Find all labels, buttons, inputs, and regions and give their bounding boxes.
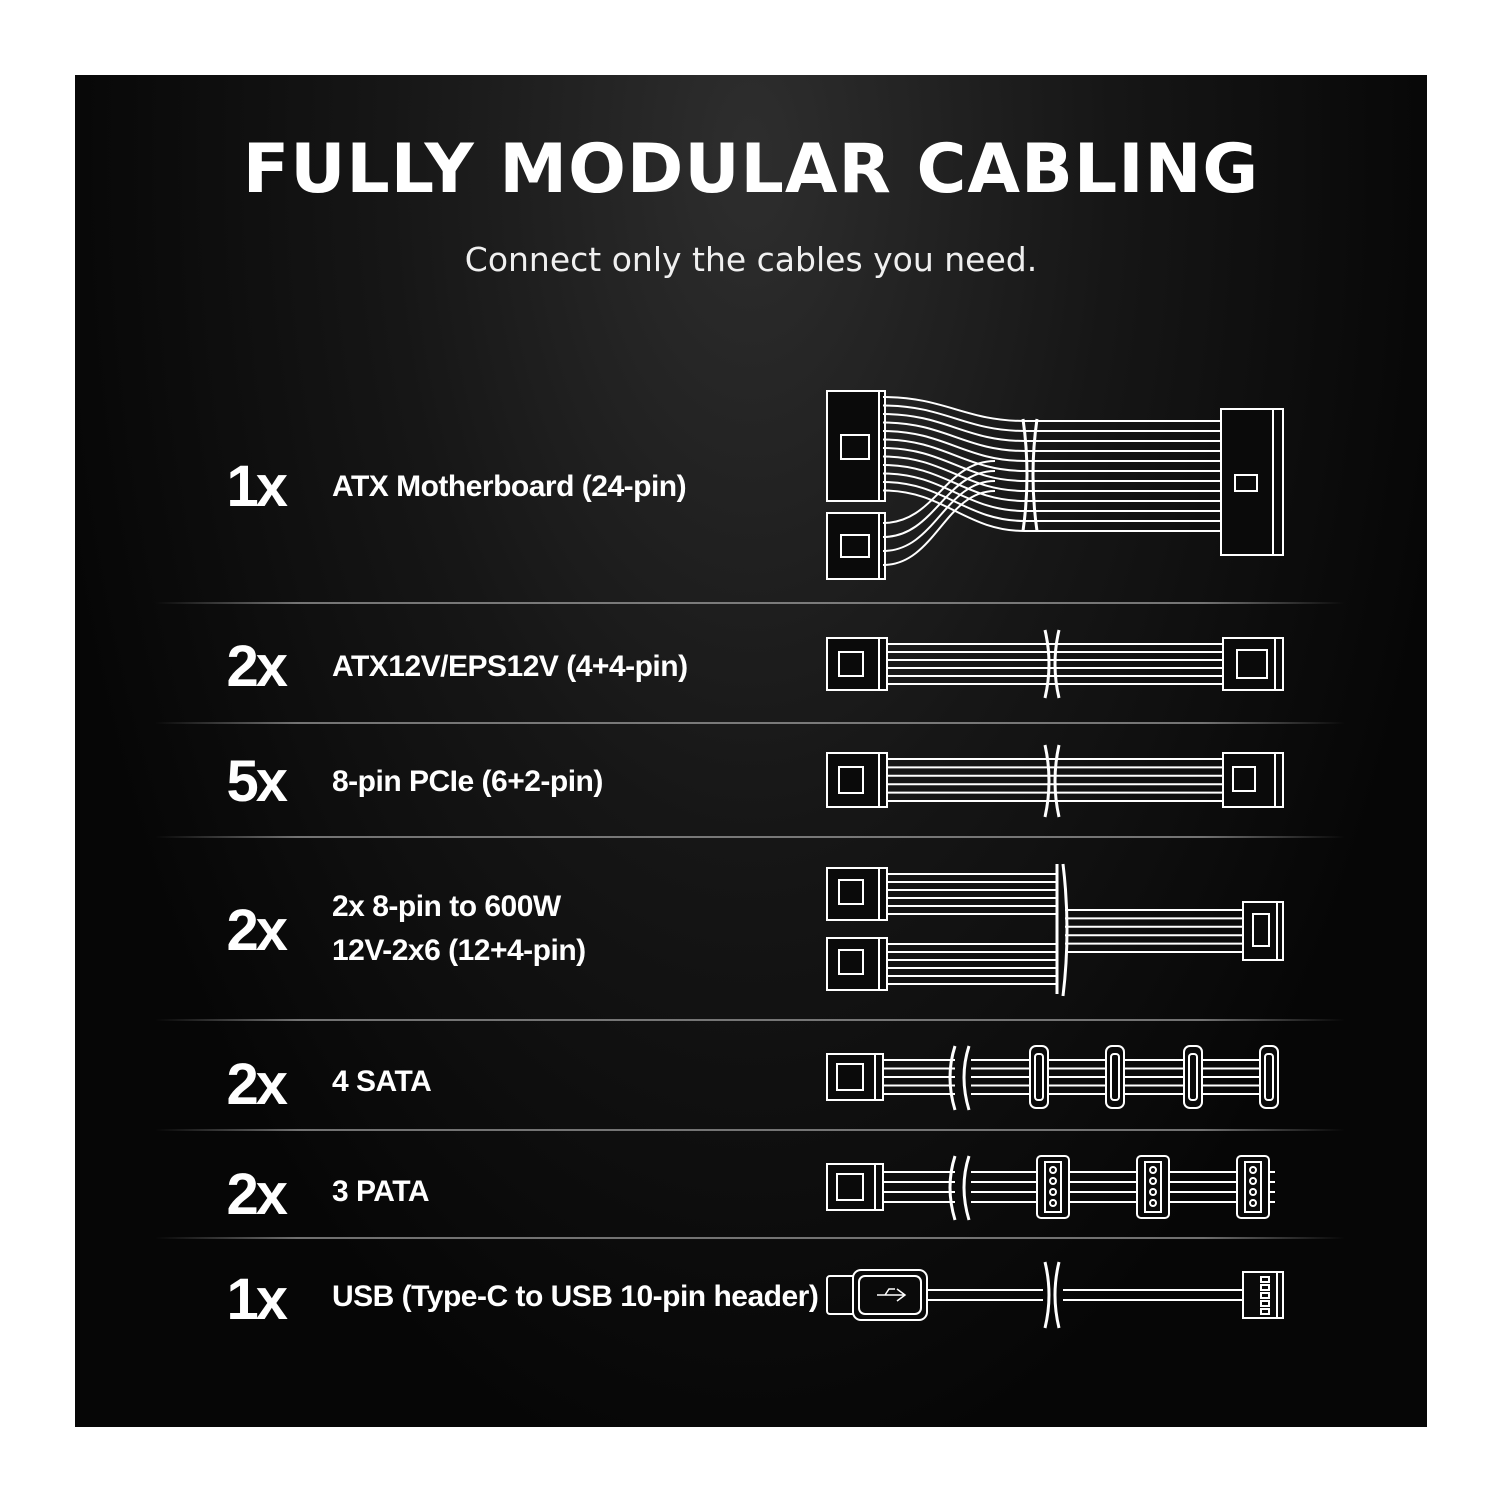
row-divider	[155, 836, 1345, 838]
cable-label-line1: 2x 8-pin to 600W	[332, 890, 561, 923]
row-divider	[155, 1129, 1345, 1131]
cable-row-pcie: 5x 8-pin PCIe (6+2-pin)	[75, 749, 1427, 850]
pcie-cable-icon	[825, 745, 1285, 825]
12v-2x6-cable-icon	[825, 860, 1285, 1000]
cable-quantity: 5x	[226, 749, 288, 814]
page-subtitle: Connect only the cables you need.	[464, 240, 1038, 279]
row-divider	[155, 1019, 1345, 1021]
cable-quantity: 2x	[226, 1162, 288, 1227]
usb-cable-icon	[825, 1260, 1285, 1330]
cable-label: 3 PATA	[332, 1175, 430, 1208]
cable-quantity: 1x	[226, 1267, 288, 1332]
product-panel: FULLY MODULAR CABLING Connect only the c…	[75, 75, 1427, 1427]
cable-quantity: 2x	[226, 898, 288, 963]
cable-label: 4 SATA	[332, 1065, 432, 1098]
pata-cable-icon	[825, 1150, 1285, 1230]
cable-row-atx: 1x ATX Motherboard (24-pin)	[75, 454, 1427, 605]
cable-quantity: 2x	[226, 634, 288, 699]
cable-label: ATX12V/EPS12V (4+4-pin)	[332, 650, 688, 683]
cable-label-line2: 12V-2x6 (12+4-pin)	[332, 934, 586, 967]
cable-row-usb: 1x USB (Type-C to USB 10-pin header)	[75, 1267, 1427, 1370]
cable-quantity: 2x	[226, 1052, 288, 1117]
cable-row-sata: 2x 4 SATA	[75, 1052, 1427, 1155]
page-title: FULLY MODULAR CABLING	[242, 130, 1260, 209]
sata-cable-icon	[825, 1040, 1285, 1120]
row-divider	[155, 722, 1345, 724]
cable-label: USB (Type-C to USB 10-pin header)	[332, 1280, 819, 1313]
cable-row-12v-2x6: 2x 2x 8-pin to 600W 12V-2x6 (12+4-pin)	[75, 885, 1427, 1035]
row-divider	[155, 1237, 1345, 1239]
cable-label: 8-pin PCIe (6+2-pin)	[332, 765, 603, 798]
eps-cable-icon	[825, 630, 1285, 710]
cable-label: ATX Motherboard (24-pin)	[332, 470, 687, 503]
cable-row-eps: 2x ATX12V/EPS12V (4+4-pin)	[75, 634, 1427, 735]
cable-row-pata: 2x 3 PATA	[75, 1162, 1427, 1265]
row-divider	[155, 602, 1345, 604]
cable-quantity: 1x	[226, 454, 288, 519]
atx-24pin-cable-icon	[825, 385, 1285, 585]
